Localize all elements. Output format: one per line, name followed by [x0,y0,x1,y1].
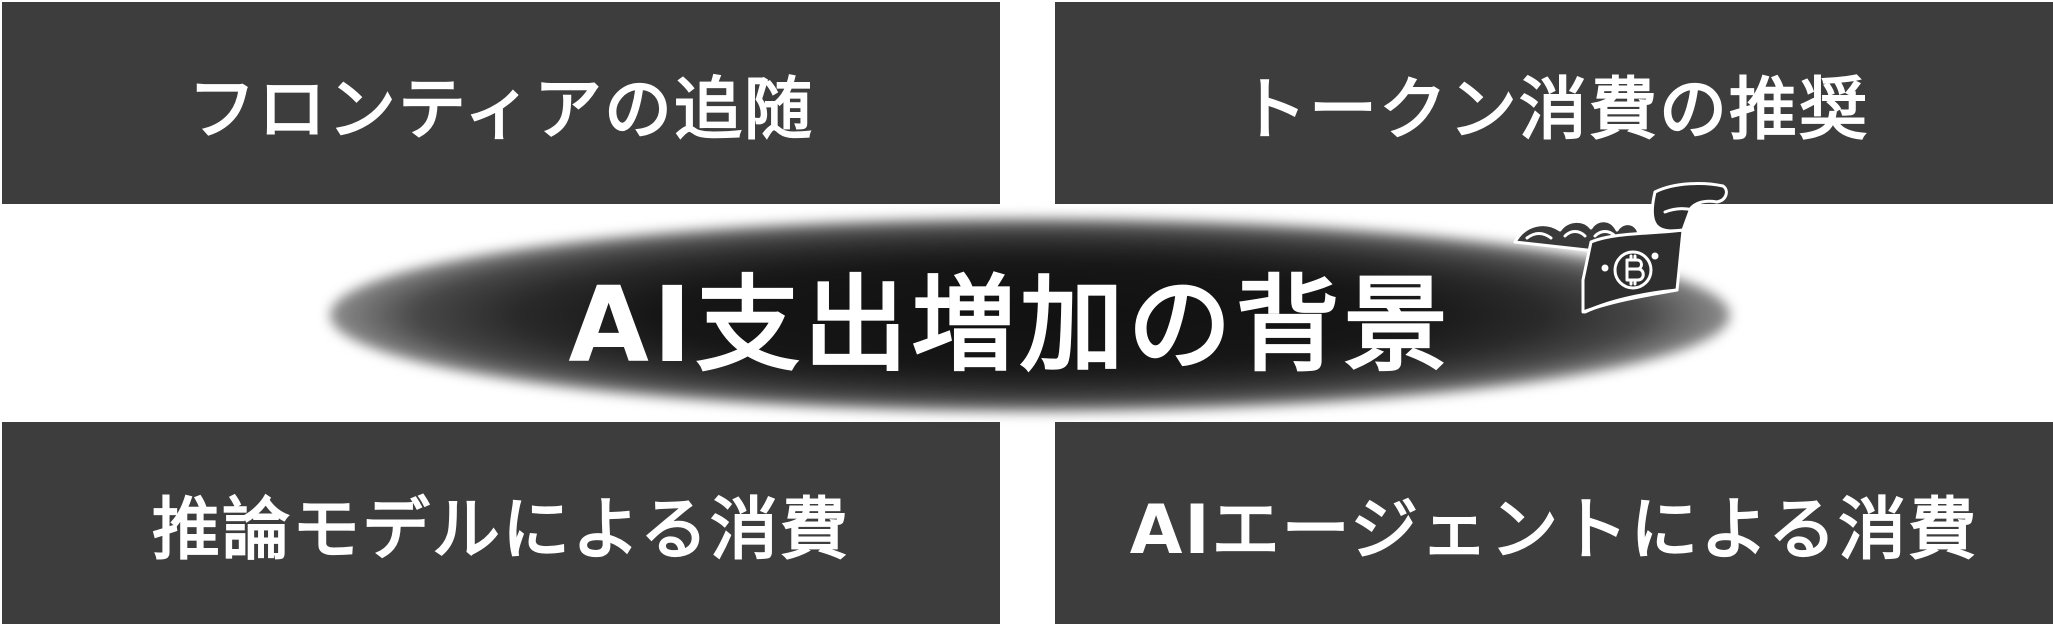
box-top-left-label: フロンティアの追随 [188,70,814,150]
center-title: AI支出増加の背景 [568,263,1452,386]
box-bottom-left-label: 推論モデルによる消費 [152,490,850,570]
box-top-left: フロンティアの追随 [2,2,1000,204]
flying-money-icon [1513,182,1728,314]
box-bottom-left: 推論モデルによる消費 [2,422,1000,624]
box-bottom-right: AIエージェントによる消費 [1055,422,2053,624]
box-top-right: トークン消費の推奨 [1055,2,2053,204]
box-top-right-label: トークン消費の推奨 [1238,70,1869,150]
box-bottom-right-label: AIエージェントによる消費 [1129,490,1979,570]
center-shadow-glow [330,218,1730,412]
